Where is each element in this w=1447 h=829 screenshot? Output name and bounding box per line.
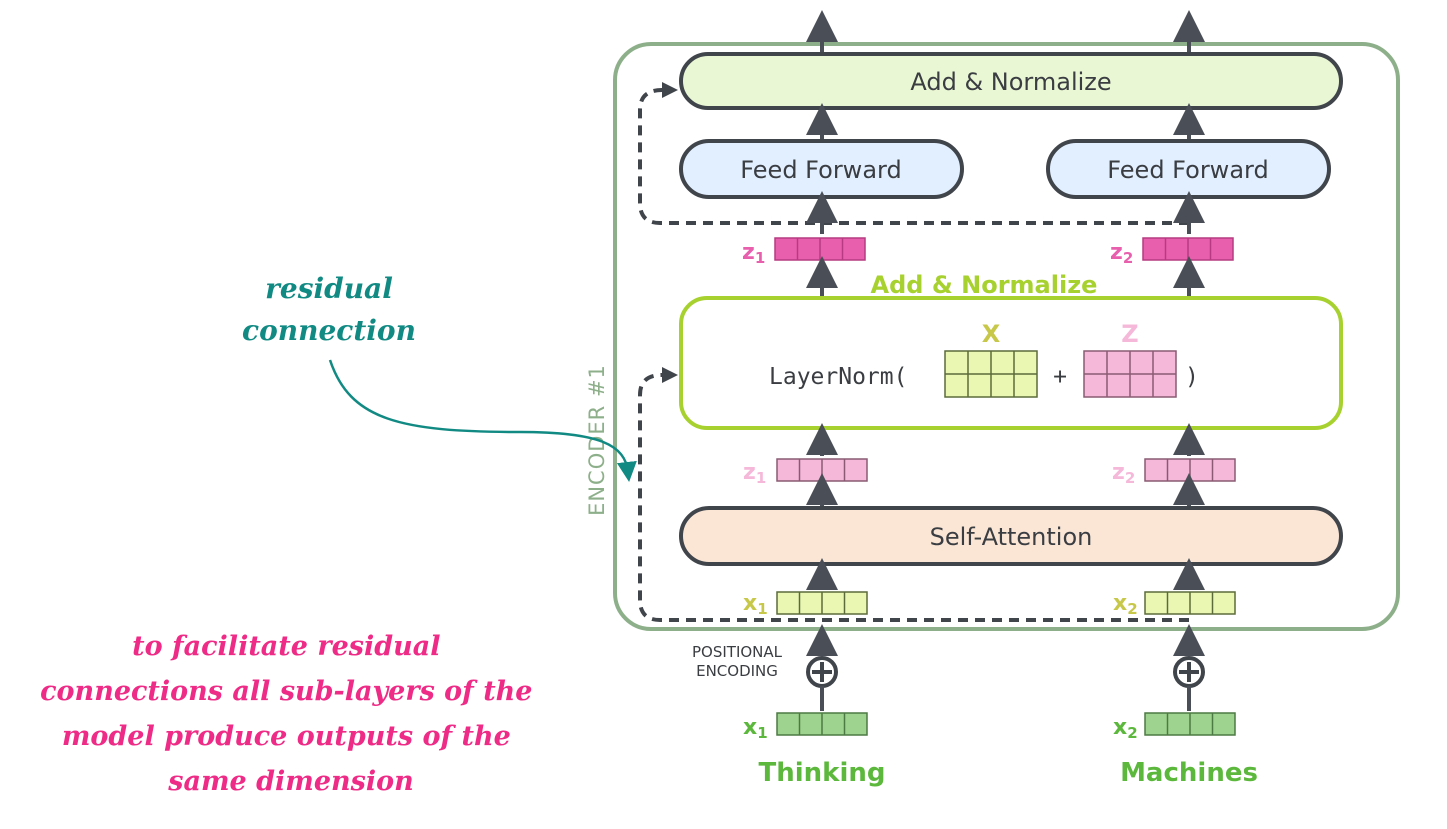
input-word-2: Machines bbox=[1120, 758, 1258, 788]
z-in-2-label: z2 bbox=[1112, 460, 1135, 487]
x-enc-1-vector bbox=[776, 591, 868, 615]
z-out-1-label: z1 bbox=[742, 240, 765, 267]
add-normalize-top-block bbox=[679, 52, 1343, 110]
residual-path-lower bbox=[638, 373, 1189, 622]
layernorm-suffix: ) bbox=[1185, 364, 1199, 390]
x-enc-1-label: x1 bbox=[743, 591, 768, 618]
self-attention-label: Self-Attention bbox=[930, 523, 1093, 551]
self-attention-block bbox=[679, 506, 1343, 566]
x-emb-1-label: x1 bbox=[743, 715, 768, 742]
layernorm-x-label: X bbox=[982, 320, 1001, 348]
layernorm-x-matrix bbox=[944, 350, 1038, 398]
x-emb-2-vector bbox=[1144, 712, 1236, 736]
z-in-1-vector bbox=[776, 458, 868, 482]
residual-arrowhead-upper bbox=[662, 82, 678, 98]
residual-arrowhead-lower bbox=[662, 367, 678, 383]
add-normalize-mid-label: Add & Normalize bbox=[871, 271, 1098, 299]
feed-forward-label-2: Feed Forward bbox=[1107, 156, 1268, 184]
residual-path-upper bbox=[638, 88, 1189, 225]
layernorm-z-matrix bbox=[1083, 350, 1177, 398]
z-in-1-label: z1 bbox=[743, 460, 766, 487]
layernorm-z-label: Z bbox=[1121, 320, 1138, 348]
input-word-1: Thinking bbox=[759, 758, 886, 788]
z-in-2-vector bbox=[1144, 458, 1236, 482]
layernorm-prefix: LayerNorm( bbox=[769, 364, 907, 390]
x-enc-2-label: x2 bbox=[1113, 591, 1138, 618]
z-out-2-vector bbox=[1142, 237, 1234, 261]
z-out-1-vector bbox=[774, 237, 866, 261]
x-emb-2-label: x2 bbox=[1113, 715, 1138, 742]
feed-forward-label-1: Feed Forward bbox=[740, 156, 901, 184]
dimension-note: to facilitate residual connections all s… bbox=[40, 631, 542, 797]
plus-circle-icon bbox=[806, 656, 838, 688]
z-out-2-label: z2 bbox=[1110, 240, 1133, 267]
x-emb-1-vector bbox=[776, 712, 868, 736]
encoder-box bbox=[613, 42, 1400, 631]
add-normalize-top-label: Add & Normalize bbox=[910, 68, 1111, 96]
plus-circle-icon bbox=[1173, 656, 1205, 688]
x-enc-2-vector bbox=[1144, 591, 1236, 615]
residual-annotation-arrow bbox=[328, 359, 637, 482]
layernorm-plus: + bbox=[1053, 364, 1067, 390]
